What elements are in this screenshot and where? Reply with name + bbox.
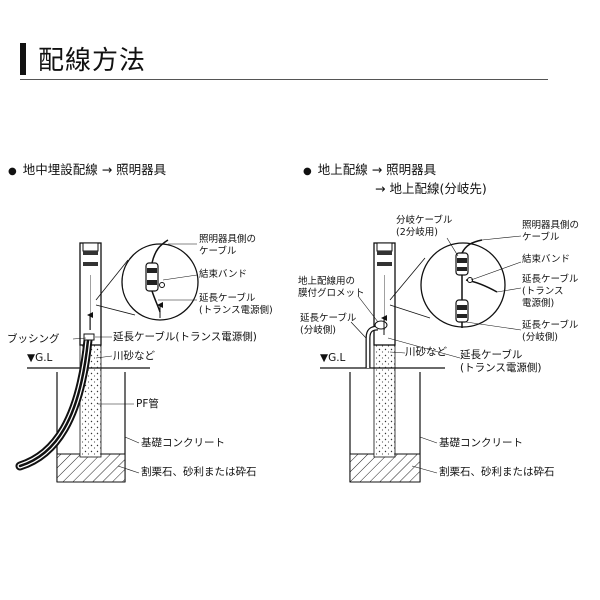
right-label-ext-branch: 延長ケーブル (分岐側) bbox=[522, 320, 579, 343]
left-label-sand: 川砂など bbox=[113, 350, 155, 362]
bullet-icon: ● bbox=[303, 166, 312, 177]
right-detail-circle bbox=[389, 235, 522, 331]
header-accent-bar bbox=[20, 43, 26, 75]
left-label-ext-cable: 延長ケーブル(トランス電源側) bbox=[113, 331, 257, 343]
header-divider bbox=[20, 79, 548, 80]
right-label-gl: ▼G.L bbox=[320, 352, 346, 364]
right-label-sand: 川砂など bbox=[405, 346, 447, 358]
page-title: 配線方法 bbox=[38, 46, 147, 76]
left-section-heading: ●地中埋設配線 → 照明器具 bbox=[8, 162, 167, 177]
right-label-fixture-cable: 照明器具側の ケーブル bbox=[522, 220, 580, 243]
right-label-ext-trans: 延長ケーブル (トランス 電源側) bbox=[522, 274, 579, 309]
bullet-icon: ● bbox=[8, 166, 17, 177]
left-label-band: 結束バンド bbox=[199, 269, 247, 280]
label-bushing: ブッシング bbox=[7, 333, 60, 345]
right-section-heading-2: → 地上配線(分岐先) bbox=[375, 181, 487, 196]
left-label-gl: ▼G.L bbox=[27, 352, 53, 364]
right-section-heading-1: ●地上配線 → 照明器具 bbox=[303, 162, 437, 177]
right-sand-fill bbox=[373, 344, 396, 458]
bushing-icon bbox=[83, 333, 95, 341]
right-label-ext-cable-bottom: 延長ケーブル (トランス電源側) bbox=[460, 349, 542, 374]
left-foundation bbox=[56, 372, 126, 483]
grommet-icon bbox=[374, 320, 388, 330]
left-label-fixture-cable: 照明器具側の ケーブル bbox=[199, 234, 257, 257]
left-detail-circle bbox=[95, 239, 199, 321]
right-label-grommet: 地上配線用の 膜付グロメット bbox=[298, 276, 365, 299]
right-label-ext-branch-left: 延長ケーブル (分岐側) bbox=[300, 313, 357, 336]
right-label-concrete: 基礎コンクリート bbox=[439, 437, 523, 449]
left-label-concrete: 基礎コンクリート bbox=[141, 437, 225, 449]
right-label-branch-cable: 分岐ケーブル (2分岐用) bbox=[396, 215, 453, 238]
left-label-gravel: 割栗石、砂利または砕石 bbox=[141, 466, 257, 478]
left-label-pf-pipe: PF管 bbox=[136, 398, 159, 410]
right-label-band: 結束バンド bbox=[522, 254, 570, 265]
right-label-gravel: 割栗石、砂利または砕石 bbox=[439, 466, 555, 478]
left-label-ext-cable-detail: 延長ケーブル (トランス電源側) bbox=[199, 293, 273, 316]
